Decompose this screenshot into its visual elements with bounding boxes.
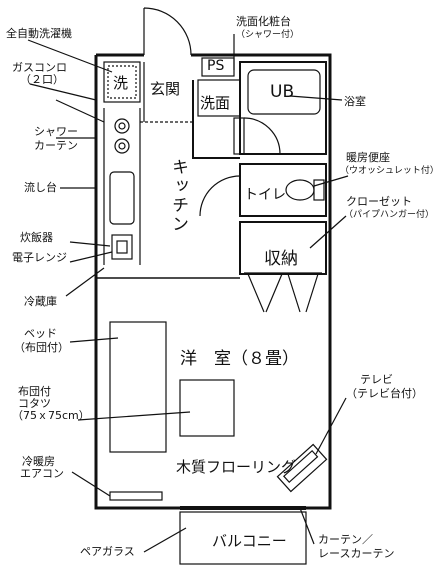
balcony bbox=[179, 511, 307, 565]
entry-door-arc bbox=[143, 7, 192, 56]
ub-door bbox=[233, 117, 245, 155]
label-kotatsu-size: （75ｘ75cm） bbox=[12, 409, 90, 422]
label-closet: クローゼット bbox=[346, 195, 412, 208]
toilet-door-arc bbox=[199, 175, 241, 217]
label-washlet-sub: （ウオッシュレット付） bbox=[340, 166, 436, 176]
label-bathroom: 浴室 bbox=[344, 95, 366, 108]
room-toilet: トイレ bbox=[244, 187, 286, 203]
room-kitchen: キッチン bbox=[168, 158, 188, 234]
tv-stand bbox=[276, 443, 328, 493]
kotatsu bbox=[179, 379, 235, 437]
label-washer: 全自動洗濯機 bbox=[6, 27, 72, 40]
label-washlet: 暖房便座 bbox=[346, 151, 390, 164]
label-vanity-sub: （シャワー付） bbox=[236, 30, 300, 40]
senmen-wall bbox=[192, 80, 240, 159]
label-curtain-sub: レースカーテン bbox=[318, 547, 395, 560]
label-vanity: 洗面化粧台 bbox=[236, 15, 291, 28]
label-aircon-sub: エアコン bbox=[20, 467, 64, 480]
label-microwave: 電子レンジ bbox=[12, 251, 67, 264]
aircon bbox=[109, 491, 163, 501]
room-yoshitsu: 洋 室（８畳） bbox=[180, 349, 299, 369]
label-rice-cooker: 炊飯器 bbox=[20, 231, 53, 244]
ub-tub bbox=[247, 69, 321, 115]
label-pair-glass: ペアガラス bbox=[80, 545, 135, 558]
ub-door-arc bbox=[243, 117, 281, 155]
label-bed-sub: （布団付） bbox=[14, 341, 69, 354]
label-bed: ベッド bbox=[24, 327, 57, 340]
label-gas-stove-sub: （２口） bbox=[20, 73, 64, 86]
label-curtain: カーテン／ bbox=[318, 533, 373, 546]
toilet-bowl bbox=[285, 179, 315, 201]
room-flooring: 木質フローリング bbox=[176, 458, 297, 476]
room-senmen: 洗面 bbox=[200, 94, 231, 112]
label-shower-curtain: シャワー bbox=[34, 125, 78, 138]
gas-burner-2 bbox=[114, 138, 130, 154]
gas-burner-1 bbox=[114, 118, 130, 134]
closet-doors bbox=[247, 273, 319, 313]
sink-basin bbox=[109, 171, 135, 225]
ub-room bbox=[239, 61, 327, 155]
washer-box bbox=[103, 61, 141, 103]
rice-cooker bbox=[111, 234, 133, 260]
room-balcony: バルコニー bbox=[212, 532, 287, 550]
room-ps: PS bbox=[207, 58, 225, 74]
label-closet-sub: （パイプハンガー付） bbox=[344, 210, 435, 220]
room-ub: UB bbox=[270, 82, 295, 102]
room-senzai: 洗 bbox=[113, 74, 129, 92]
tv bbox=[283, 449, 319, 484]
room-genkan: 玄関 bbox=[150, 80, 181, 98]
label-gas-stove: ガスコンロ bbox=[12, 61, 67, 74]
label-shower-curtain-sub: カーテン bbox=[34, 139, 78, 152]
bed bbox=[109, 321, 167, 453]
rice-cooker-inner bbox=[116, 240, 128, 254]
toilet-tank bbox=[313, 179, 325, 201]
washer-inner bbox=[107, 65, 137, 99]
room-shuno: 収納 bbox=[264, 249, 298, 269]
label-sink: 流し台 bbox=[24, 181, 57, 194]
label-fridge: 冷蔵庫 bbox=[24, 295, 57, 308]
label-tv-sub: （テレビ台付） bbox=[346, 387, 423, 400]
label-kotatsu-sub: コタツ bbox=[18, 397, 51, 410]
label-kotatsu: 布団付 bbox=[18, 385, 51, 398]
label-aircon: 冷暖房 bbox=[22, 455, 55, 468]
label-tv: テレビ bbox=[360, 373, 393, 386]
storage-room bbox=[239, 221, 327, 275]
toilet-room bbox=[239, 163, 327, 217]
exterior-wall bbox=[94, 53, 332, 510]
